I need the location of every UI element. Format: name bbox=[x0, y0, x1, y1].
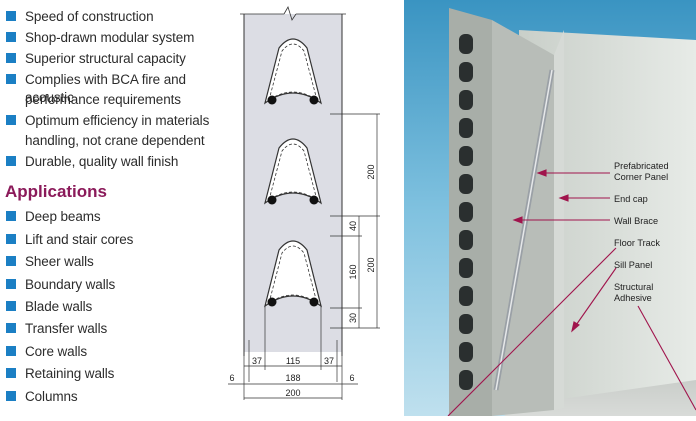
label-wall-brace: Wall Brace bbox=[614, 216, 658, 226]
bullet-square-icon bbox=[6, 323, 16, 333]
dim-160: 160 bbox=[348, 264, 358, 279]
break-symbol bbox=[283, 5, 297, 21]
bullet-square-icon bbox=[6, 211, 16, 221]
label-floor-track: Floor Track bbox=[614, 238, 660, 248]
bullet-square-icon bbox=[6, 11, 16, 21]
dim-6-right: 6 bbox=[349, 373, 354, 383]
photo-illustration: Prefabricated Corner Panel End cap Wall … bbox=[404, 0, 696, 417]
application-item: Transfer walls bbox=[0, 320, 107, 338]
dim-115: 115 bbox=[286, 356, 300, 366]
feature-item: Superior structural capacity bbox=[0, 50, 186, 68]
section-drawing: 200 40 160 200 30 37 115 37 6 188 6 200 bbox=[228, 5, 380, 400]
bullet-square-icon bbox=[6, 234, 16, 244]
application-item: Sheer walls bbox=[0, 253, 94, 271]
bullet-square-icon bbox=[6, 32, 16, 42]
feature-item: Complies with BCA fire and acoustic bbox=[0, 71, 236, 107]
installation-photo: Prefabricated Corner Panel End cap Wall … bbox=[404, 0, 696, 417]
bullet-square-icon bbox=[6, 156, 16, 166]
dim-30: 30 bbox=[348, 313, 358, 323]
label-structural: Structural bbox=[614, 282, 653, 292]
applications-heading: Applications bbox=[5, 182, 108, 201]
application-item: Lift and stair cores bbox=[0, 231, 133, 249]
label-adhesive: Adhesive bbox=[614, 293, 652, 303]
application-item: Retaining walls bbox=[0, 365, 114, 383]
application-item: Core walls bbox=[0, 343, 87, 361]
core-3 bbox=[264, 240, 322, 308]
dim-40: 40 bbox=[348, 221, 358, 231]
dim-6-left: 6 bbox=[229, 373, 234, 383]
wall-brace-highlight bbox=[495, 69, 553, 391]
bullet-square-icon bbox=[6, 301, 16, 311]
bullet-square-icon bbox=[6, 279, 16, 289]
feature-item-continued: performance requirements bbox=[25, 92, 181, 107]
text-column: Speed of construction Shop-drawn modular… bbox=[0, 0, 236, 416]
leader-lines bbox=[447, 169, 696, 417]
feature-item: Optimum efficiency in materials bbox=[0, 112, 209, 130]
label-sill-panel: Sill Panel bbox=[614, 260, 652, 270]
bullet-square-icon bbox=[6, 53, 16, 63]
bullet-square-icon bbox=[6, 74, 16, 84]
core-2 bbox=[264, 138, 322, 205]
bullet-square-icon bbox=[6, 346, 16, 356]
dim-200-lower: 200 bbox=[366, 257, 376, 272]
dim-200-width: 200 bbox=[285, 388, 300, 398]
feature-item-continued: handling, not crane dependent bbox=[25, 133, 205, 148]
bullet-square-icon bbox=[6, 256, 16, 266]
core-1 bbox=[264, 38, 322, 105]
bullet-square-icon bbox=[6, 115, 16, 125]
application-item: Deep beams bbox=[0, 208, 101, 226]
dim-188: 188 bbox=[285, 373, 300, 383]
label-corner-panel: Corner Panel bbox=[614, 172, 668, 182]
application-item: Blade walls bbox=[0, 298, 92, 316]
application-item: Boundary walls bbox=[0, 276, 115, 294]
vertical-dimensions bbox=[228, 113, 380, 400]
label-prefabricated: Prefabricated bbox=[614, 161, 669, 171]
bullet-square-icon bbox=[6, 391, 16, 401]
core-holes bbox=[459, 34, 473, 390]
bullet-square-icon bbox=[6, 368, 16, 378]
panel-section-diagram: 200 40 160 200 30 37 115 37 6 188 6 200 bbox=[220, 0, 380, 416]
feature-item: Shop-drawn modular system bbox=[0, 29, 194, 47]
dim-200-upper: 200 bbox=[366, 164, 376, 179]
dim-37-left: 37 bbox=[252, 356, 262, 366]
dim-37-right: 37 bbox=[324, 356, 334, 366]
application-item: Columns bbox=[0, 388, 78, 406]
feature-item: Durable, quality wall finish bbox=[0, 153, 178, 171]
feature-item: Speed of construction bbox=[0, 8, 154, 26]
label-end-cap: End cap bbox=[614, 194, 648, 204]
